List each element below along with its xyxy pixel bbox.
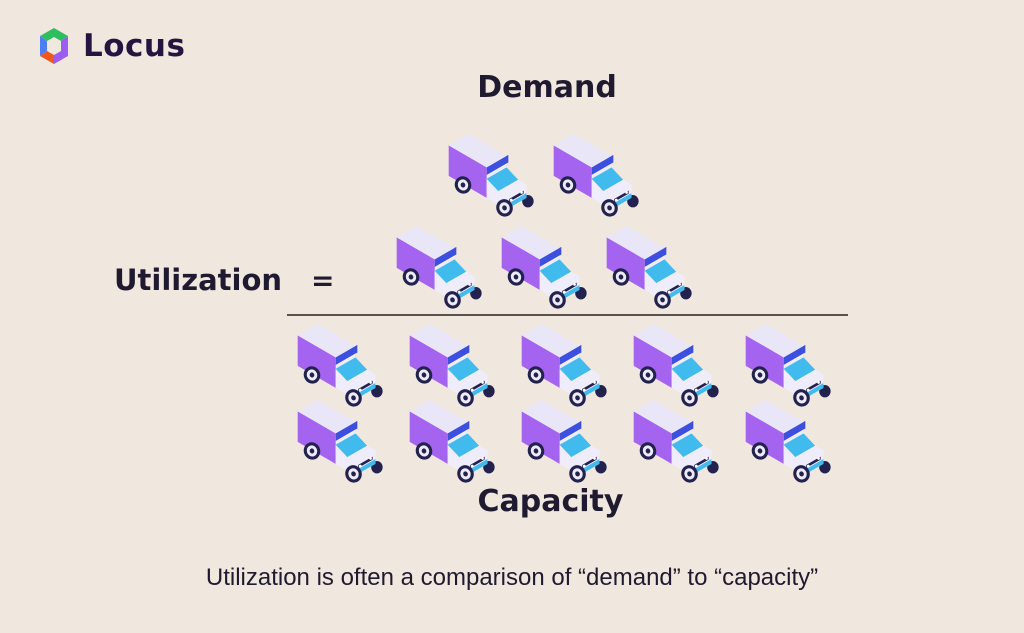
truck-icon bbox=[627, 320, 732, 408]
truck-icon bbox=[627, 396, 732, 484]
truck-icon bbox=[403, 320, 508, 408]
truck-icon bbox=[739, 320, 844, 408]
truck-icon bbox=[442, 130, 547, 218]
locus-wordmark: Locus bbox=[83, 28, 186, 64]
equals-sign: = bbox=[311, 264, 335, 297]
truck-icon bbox=[515, 396, 620, 484]
truck-icon bbox=[291, 396, 396, 484]
caption-text: Utilization is often a comparison of “de… bbox=[205, 564, 819, 591]
locus-logo: Locus bbox=[34, 24, 185, 68]
truck-row bbox=[287, 222, 807, 310]
truck-icon bbox=[403, 396, 508, 484]
truck-icon bbox=[390, 222, 495, 310]
locus-cube-icon bbox=[40, 28, 68, 64]
truck-icon bbox=[547, 130, 652, 218]
truck-icon bbox=[739, 396, 844, 484]
truck-icon bbox=[600, 222, 705, 310]
truck-row bbox=[287, 130, 807, 218]
fraction-divider-line bbox=[287, 314, 848, 316]
demand-heading: Demand bbox=[477, 70, 617, 105]
capacity-heading: Capacity bbox=[477, 484, 624, 519]
utilization-label: Utilization bbox=[114, 263, 283, 297]
truck-icon bbox=[495, 222, 600, 310]
truck-icon bbox=[515, 320, 620, 408]
truck-icon bbox=[291, 320, 396, 408]
truck-row bbox=[287, 320, 848, 408]
truck-row bbox=[287, 396, 848, 484]
